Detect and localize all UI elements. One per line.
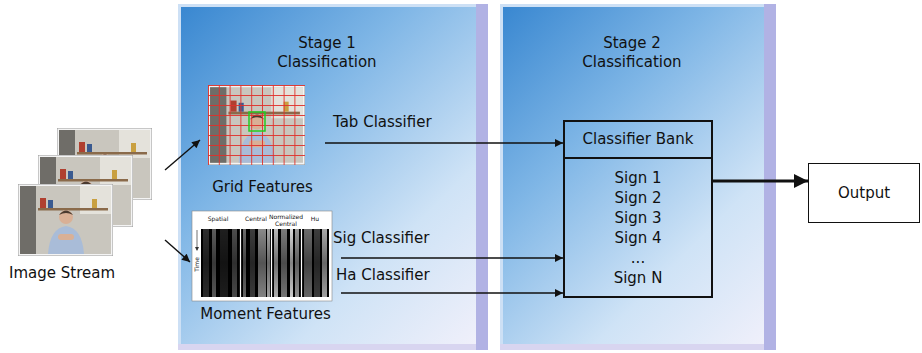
stage-title: Stage 2 Classification xyxy=(566,34,698,72)
sign-item: Sign 3 xyxy=(565,208,711,228)
moment-features-chart xyxy=(267,229,270,297)
stage-title: Stage 1 Classification xyxy=(261,34,393,72)
bank-title: Classifier Bank xyxy=(583,130,694,149)
grid-features-node: Grid Features xyxy=(200,82,325,197)
image-stream-photos xyxy=(18,128,152,256)
connector-arrow xyxy=(325,142,563,143)
moment-features-chart xyxy=(295,229,299,297)
moment-features-chart xyxy=(203,229,209,297)
sign-item: Sign N xyxy=(565,268,711,288)
grid-features-photo xyxy=(208,85,305,165)
sign-list-box: Sign 1Sign 2Sign 3Sign 4...Sign N xyxy=(563,157,713,298)
feature-label: Moment Features xyxy=(200,305,331,324)
moment-features-chart xyxy=(322,229,327,297)
connector-arrow xyxy=(165,240,190,262)
grid-features-photo xyxy=(249,112,265,131)
moment-features-chart xyxy=(258,229,266,297)
moment-features-chart xyxy=(314,229,320,297)
moment-features-chart xyxy=(212,229,216,297)
moment-features-chart xyxy=(192,211,332,301)
connector-arrow xyxy=(165,140,200,170)
sign-item: Sign 1 xyxy=(565,168,711,188)
connector-arrow xyxy=(341,257,563,258)
chart-axis-label: Central xyxy=(242,215,270,222)
moment-features-chart xyxy=(220,229,228,297)
moment-features-chart xyxy=(201,229,329,297)
stage-panel: Classifier BankSign 1Sign 2Sign 3Sign 4.… xyxy=(500,4,776,350)
moment-features-chart xyxy=(243,229,246,297)
sign-item: ... xyxy=(565,248,711,268)
moment-features-chart xyxy=(240,229,241,297)
moment-features-chart xyxy=(274,229,278,297)
image-stream-photos xyxy=(57,128,152,200)
moment-features-chart xyxy=(232,229,237,297)
grid-features-photo xyxy=(208,85,305,165)
feature-label: Grid Features xyxy=(212,178,313,197)
moment-features-chart xyxy=(195,247,199,251)
connectors xyxy=(165,140,808,293)
classifier-bank-box: Classifier Bank xyxy=(563,120,713,159)
chart-axis-label: Time xyxy=(193,251,200,279)
stage-panel: Grid FeaturesMoment Features Stage 1 Clas… xyxy=(178,4,488,350)
moment-features-chart xyxy=(281,229,287,297)
sign-item: Sign 2 xyxy=(565,188,711,208)
moment-features-chart xyxy=(301,229,302,297)
classifier-label: Tab Classifier xyxy=(333,113,432,132)
image-stream-node: Image Stream xyxy=(5,125,165,283)
classifier-label: Sig Classifier xyxy=(333,229,429,248)
image-stream-photos xyxy=(18,184,113,256)
moment-features-chart xyxy=(304,229,312,297)
moment-features-chart xyxy=(271,229,272,297)
connector-arrow xyxy=(713,180,808,183)
moment-features-chart xyxy=(197,230,198,250)
output-box: Output xyxy=(808,163,920,223)
connector-arrow xyxy=(341,292,563,293)
classifier-label: Ha Classifier xyxy=(336,266,430,285)
moment-features-chart xyxy=(192,211,332,301)
grid-features-photo xyxy=(208,85,305,165)
moment-features-node: Moment Features xyxy=(190,212,341,324)
sign-item: Sign 4 xyxy=(565,228,711,248)
moment-features-chart xyxy=(250,229,255,297)
chart-axis-label: Normalized Central xyxy=(266,213,306,227)
chart-axis-label: Hu xyxy=(305,215,325,222)
image-stream-label: Image Stream xyxy=(9,264,115,283)
moment-features-chart xyxy=(290,229,293,297)
image-stream-photos xyxy=(38,155,133,227)
chart-axis-label: Spatial xyxy=(203,215,233,222)
moment-features-chart xyxy=(201,229,329,297)
output-label: Output xyxy=(838,184,890,203)
